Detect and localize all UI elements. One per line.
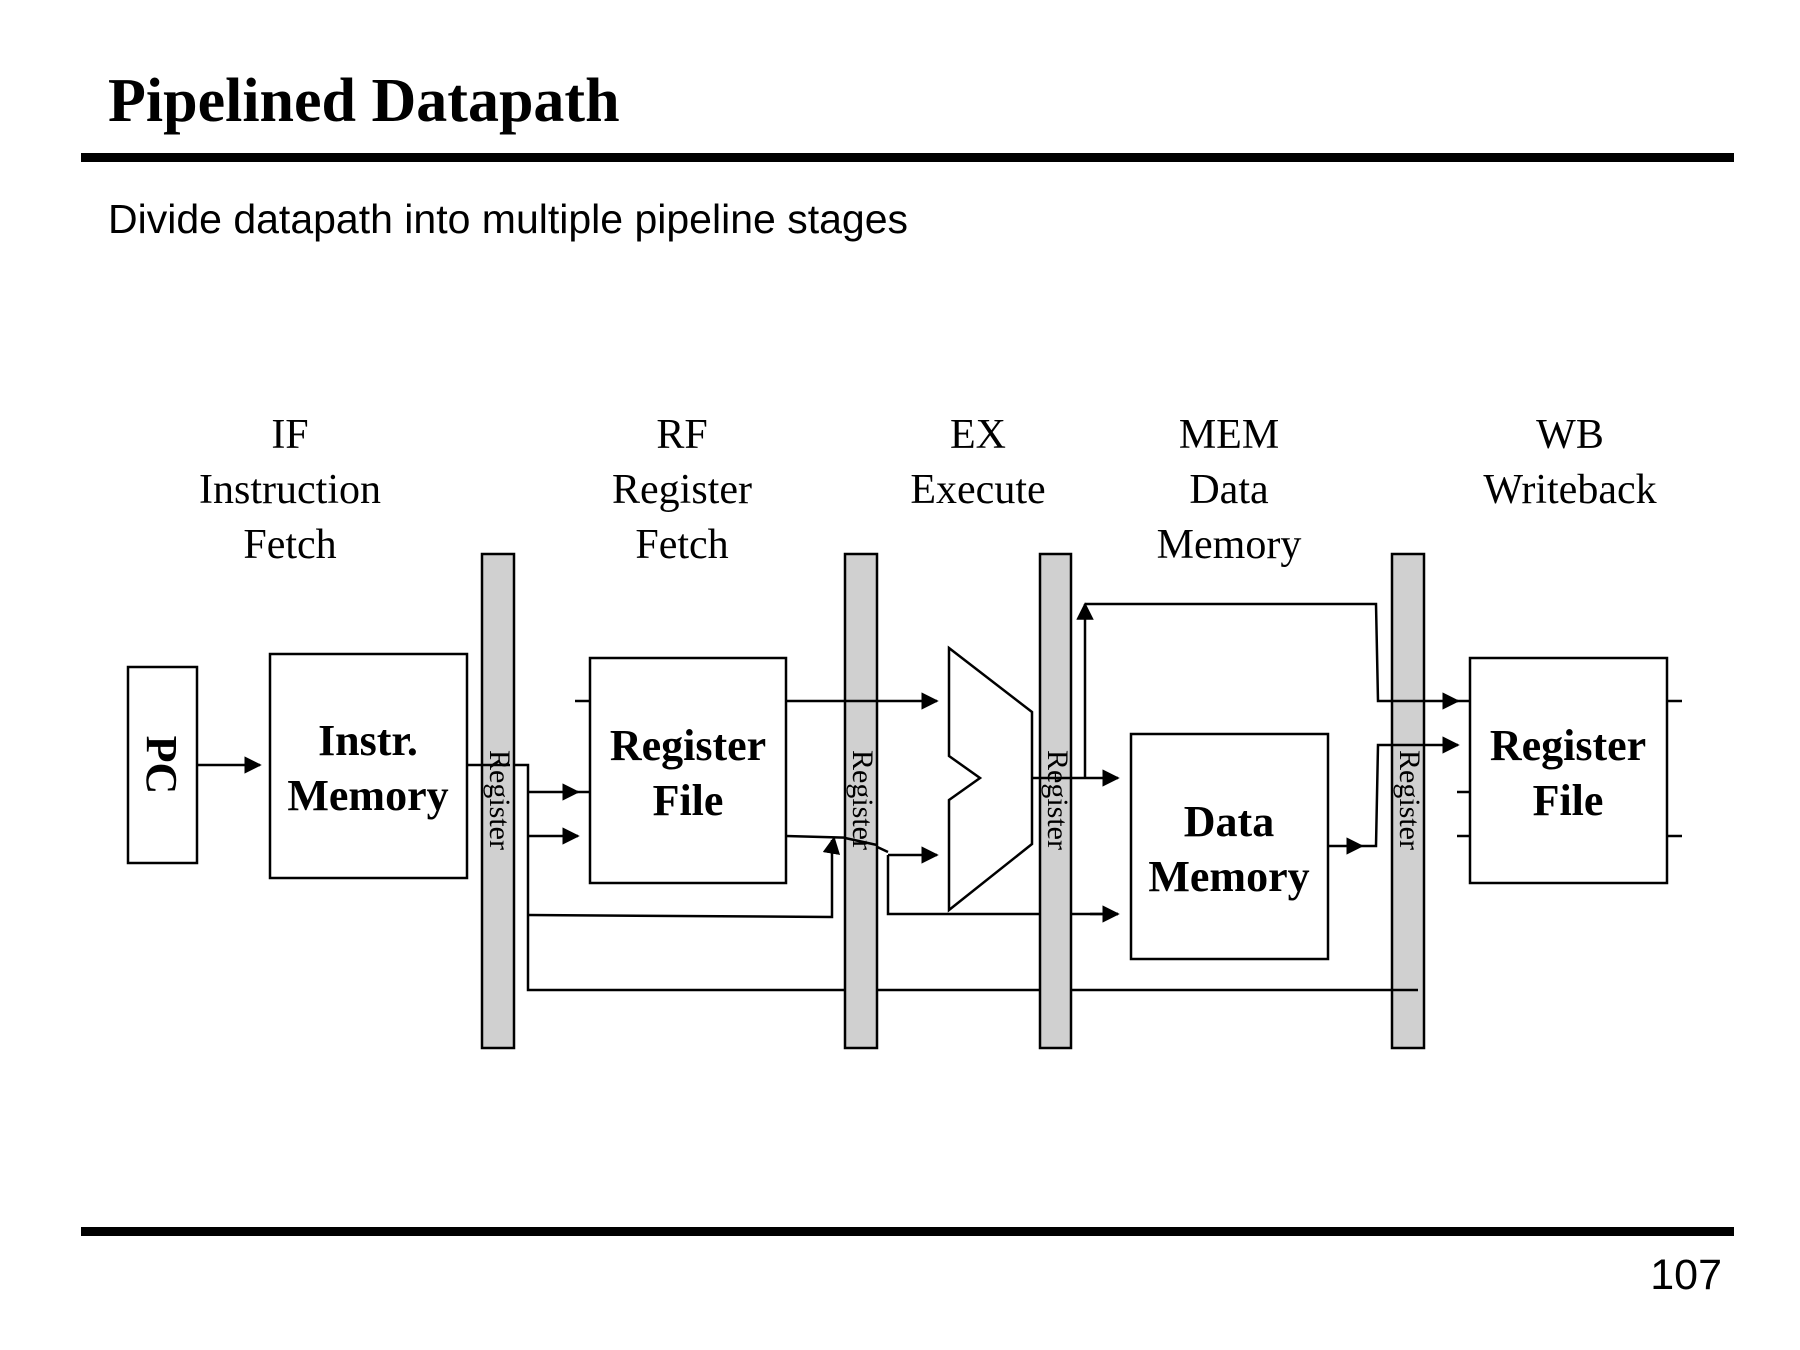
pc-label: PC <box>137 736 186 795</box>
title-rule <box>81 153 1734 162</box>
stage-name-line: Memory <box>1157 522 1302 568</box>
pipeline-register-bar <box>1038 552 1073 1050</box>
pipeline-register-label: Register <box>1041 750 1074 850</box>
register-file-write-label-line: Register <box>1490 721 1646 770</box>
footer-rule <box>81 1227 1734 1236</box>
stage-name-line: Execute <box>910 467 1045 513</box>
pipeline-register-if-rf: Register <box>480 552 516 1050</box>
stage-name-line: Fetch <box>243 522 336 568</box>
stage-header-if: IF Instruction Fetch <box>199 412 381 568</box>
stage-abbr: IF <box>271 412 308 458</box>
slide-subtitle: Divide datapath into multiple pipeline s… <box>108 196 909 242</box>
slide-title: Pipelined Datapath <box>108 67 620 135</box>
register-file-read-box <box>588 656 788 885</box>
stage-name-line: Instruction <box>199 467 381 513</box>
pipeline-register-ex-mem: Register <box>1038 552 1074 1050</box>
stage-header-mem: MEM Data Memory <box>1157 412 1302 568</box>
stage-header-ex: EX Execute <box>910 412 1045 513</box>
pipeline-register-label: Register <box>1393 750 1426 850</box>
stage-name-line: Fetch <box>635 522 728 568</box>
pipeline-register-bar <box>1390 552 1426 1050</box>
stage-name-line: Writeback <box>1483 467 1656 513</box>
pipeline-register-mem-wb: Register <box>1390 552 1426 1050</box>
stage-abbr: WB <box>1536 412 1604 458</box>
wire-immediate <box>527 840 834 919</box>
wire-dest-reg-bus <box>510 763 1418 992</box>
pipeline-register-label: Register <box>846 750 879 850</box>
page-number: 107 <box>1650 1251 1722 1299</box>
instr-memory-box <box>268 652 469 880</box>
stage-name-line: Data <box>1189 467 1269 513</box>
pipeline-register-label: Register <box>483 750 516 850</box>
pipeline-register-rf-ex: Register <box>843 552 879 1050</box>
data-memory-label-line: Memory <box>1148 852 1309 901</box>
stage-name-line: Register <box>612 467 752 513</box>
stage-header-rf: RF Register Fetch <box>612 412 752 568</box>
register-file-write-box <box>1468 656 1669 885</box>
instr-memory-label-line: Memory <box>287 771 448 820</box>
pipeline-register-bar <box>480 552 516 1050</box>
stage-abbr: RF <box>656 412 707 458</box>
wires-over-registers <box>482 699 1424 992</box>
data-memory-label-line: Data <box>1184 797 1274 846</box>
pipeline-register-bar <box>843 552 879 1050</box>
pc-box <box>126 665 199 865</box>
register-file-write-label-line: File <box>1533 776 1604 825</box>
wire-alu-bypass <box>1085 602 1392 703</box>
stage-abbr: EX <box>950 412 1006 458</box>
register-file-read-label-line: Register <box>610 721 766 770</box>
wire-dmem-out-up <box>1362 743 1392 848</box>
data-memory-box <box>1129 732 1330 961</box>
stage-abbr: MEM <box>1179 412 1279 458</box>
instr-memory-label-line: Instr. <box>318 716 418 765</box>
register-file-read-label-line: File <box>653 776 724 825</box>
wire-through-register <box>844 836 878 847</box>
stage-header-wb: WB Writeback <box>1483 412 1656 513</box>
wire-immediate-arrow <box>822 836 841 855</box>
alu-shape <box>947 645 1034 913</box>
